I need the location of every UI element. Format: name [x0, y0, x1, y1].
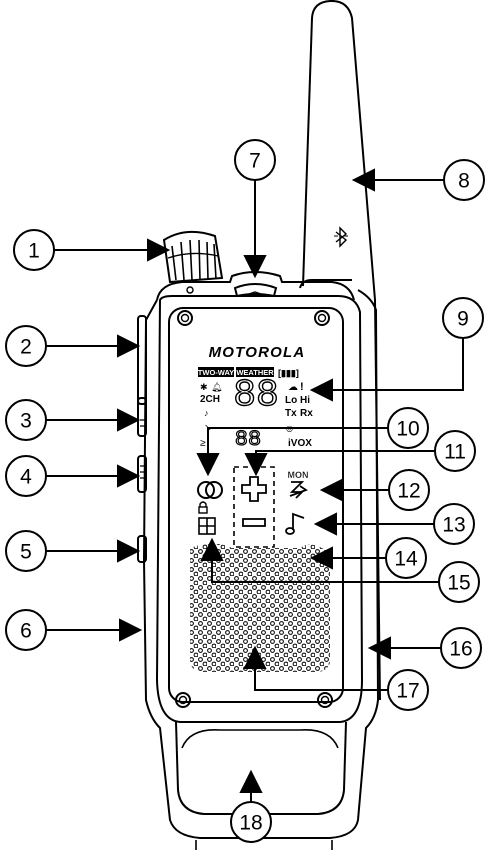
callout-5 [5, 530, 47, 572]
callout-number: 9 [457, 308, 469, 331]
lock-icon [198, 501, 208, 514]
callout-4 [5, 455, 47, 497]
callout-number: 5 [20, 541, 32, 564]
lcd-2ch: 2CH [200, 394, 220, 405]
callout-1 [13, 229, 55, 271]
screw-top-right [314, 310, 330, 326]
callout-number: 6 [20, 620, 32, 643]
side-button-mic[interactable] [137, 535, 147, 563]
callout-circles [5, 139, 485, 843]
callout-15 [438, 561, 480, 603]
bluetooth-icon [334, 226, 348, 248]
callout-number: 7 [249, 150, 261, 173]
callout-2 [5, 325, 47, 367]
talk-confirm-button[interactable] [197, 481, 223, 499]
volume-knob[interactable] [162, 230, 224, 284]
callout-number: 10 [396, 418, 419, 441]
callout-7 [234, 139, 276, 181]
side-button-menu[interactable] [137, 455, 147, 493]
lcd-ivox: iVOX [288, 438, 312, 449]
callout-number: 2 [20, 336, 32, 359]
lcd-alert: ! [300, 381, 304, 393]
callout-6 [5, 609, 47, 651]
callout-number: 3 [20, 410, 32, 433]
radio-body [137, 0, 381, 850]
lcd-scan-icon: ♪ [204, 408, 209, 418]
callout-9 [442, 297, 484, 339]
lcd-sub-digits: 88 [235, 427, 261, 452]
front-panel [168, 307, 344, 703]
volume-keys-box [233, 466, 275, 548]
callout-number: 12 [397, 480, 420, 503]
callout-number: 1 [28, 240, 40, 263]
callout-16 [440, 627, 482, 669]
callout-3 [5, 399, 47, 441]
lcd-lo: Lo [285, 395, 297, 406]
screw-top-left [177, 310, 193, 326]
callout-8 [443, 159, 485, 201]
callout-13 [433, 503, 475, 545]
mon-label: MON [288, 470, 309, 480]
brand-logo: MOTOROLA [209, 344, 306, 361]
callout-number: 15 [447, 572, 470, 595]
callout-number: 13 [442, 514, 465, 537]
belt-clip [175, 721, 347, 815]
screw-bottom-right [317, 692, 333, 708]
lcd-dual-icon: ≥ [200, 438, 206, 449]
callout-10 [387, 407, 429, 449]
lcd-display: MOTOROLA TWO-WAY WEATHER [▮▮▮] ✱ 🔔︎ 2CH … [198, 344, 313, 453]
callout-number: 18 [239, 812, 262, 835]
callout-number: 4 [20, 466, 32, 489]
plus-button[interactable] [241, 476, 267, 502]
callout-number: 11 [444, 441, 466, 464]
mon-button[interactable] [289, 481, 308, 499]
lcd-hi: Hi [300, 395, 310, 406]
front-buttons [197, 466, 308, 548]
lcd-two-way: TWO-WAY [198, 368, 234, 377]
callout-number: 8 [458, 170, 470, 193]
minus-button[interactable] [242, 518, 266, 527]
side-button-ptt[interactable] [137, 315, 147, 405]
lcd-rx: Rx [300, 408, 313, 419]
antenna [302, 0, 381, 701]
lcd-weather: WEATHER [236, 368, 274, 377]
callout-numbers: 1 2 3 4 5 6 7 8 9 10 11 12 13 14 15 16 1… [20, 150, 473, 835]
callout-number: 17 [396, 680, 419, 703]
lcd-bluetooth-icon: ✱ [200, 382, 208, 392]
side-button-call[interactable] [137, 397, 147, 437]
screw-bottom-left [175, 692, 191, 708]
lcd-tx: Tx [285, 408, 297, 419]
music-note-button[interactable] [285, 512, 305, 535]
callout-number: 16 [449, 638, 472, 661]
callout-12 [388, 469, 430, 511]
battery-icon: [▮▮▮] [278, 368, 299, 378]
menu-button[interactable] [198, 517, 216, 535]
callout-number: 14 [394, 548, 418, 571]
callout-17 [387, 669, 429, 711]
speaker-grille [190, 544, 330, 672]
callout-18 [230, 801, 272, 843]
lcd-bell-icon: 🔔︎ [211, 382, 222, 392]
callout-11 [434, 430, 476, 472]
top-button[interactable] [233, 283, 278, 298]
lcd-main-digits: 88 [233, 374, 279, 417]
callout-leaders [46, 168, 464, 802]
callout-14 [385, 537, 427, 579]
lcd-wifi-icon: ☁ [288, 382, 298, 393]
